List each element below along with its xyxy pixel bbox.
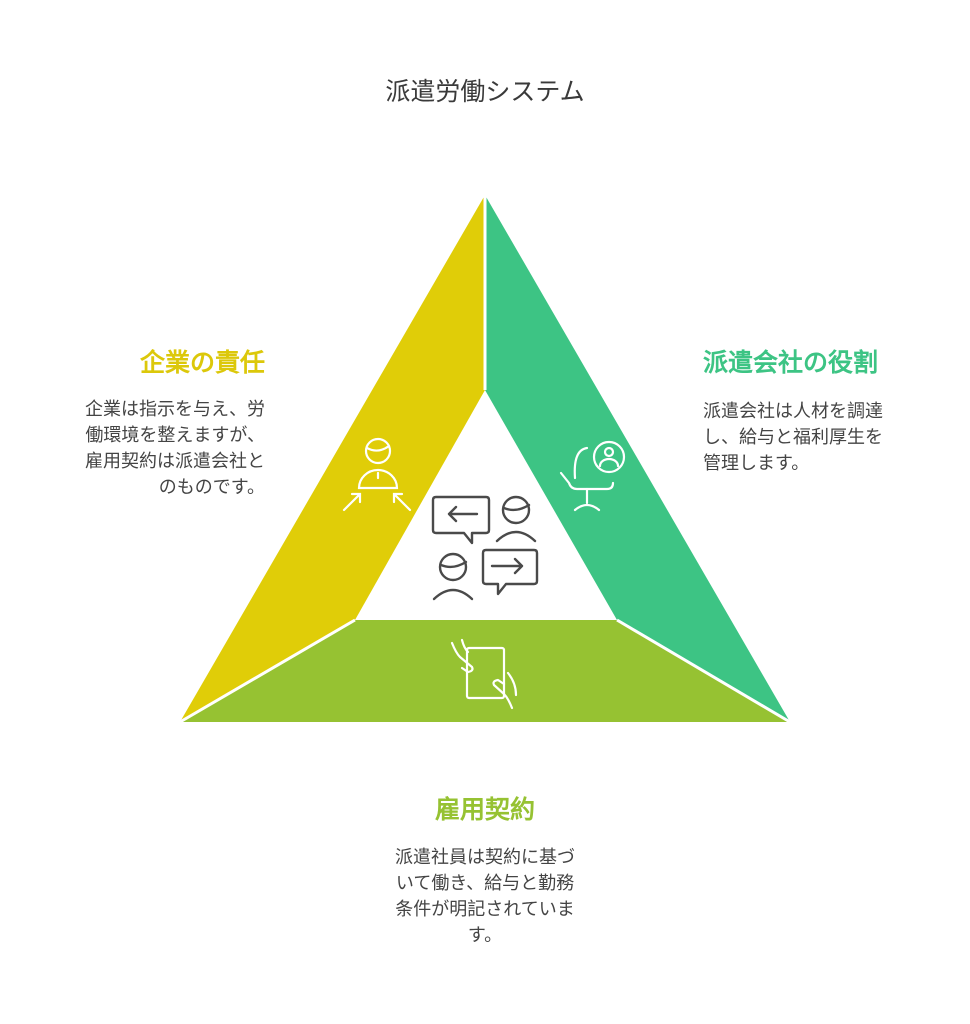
people-conversation-icon [431, 495, 539, 601]
company-description: 企業は指示を与え、労 働環境を整えますが、 雇用契約は派遣会社と のものです。 [85, 397, 265, 501]
person-with-arrows-icon [342, 437, 412, 512]
description-line: 派遣社員は契約に基づ [395, 847, 575, 868]
contract-heading: 雇用契約 [434, 795, 535, 824]
description-line: のものです。 [158, 477, 265, 498]
diagram-title: 派遣労働システム [385, 77, 585, 106]
company-heading: 企業の責任 [139, 348, 265, 377]
contract-description: 派遣社員は契約に基づ いて働き、給与と勤務 条件が明記されていま す。 [0, 845, 970, 949]
description-line: 雇用契約は派遣会社と [85, 451, 265, 472]
segment-dividers [179, 195, 791, 724]
description-line: 管理します。 [703, 453, 810, 474]
description-line: いて働き、給与と勤務 [395, 873, 575, 894]
company-segment [180, 195, 485, 722]
hands-holding-document-icon [450, 638, 518, 710]
description-line: す。 [467, 925, 503, 946]
description-line: 派遣会社は人材を調達 [703, 401, 883, 422]
description-line: 働環境を整えますが、 [85, 425, 265, 446]
agency-heading: 派遣会社の役割 [703, 348, 879, 377]
office-chair-user-icon [559, 440, 626, 512]
contract-segment [180, 620, 790, 722]
description-line: 条件が明記されていま [395, 899, 575, 920]
description-line: 企業は指示を与え、労 [85, 399, 265, 420]
description-line: し、給与と福利厚生を [703, 427, 883, 448]
agency-description: 派遣会社は人材を調達 し、給与と福利厚生を 管理します。 [703, 399, 883, 477]
agency-segment [485, 195, 790, 722]
